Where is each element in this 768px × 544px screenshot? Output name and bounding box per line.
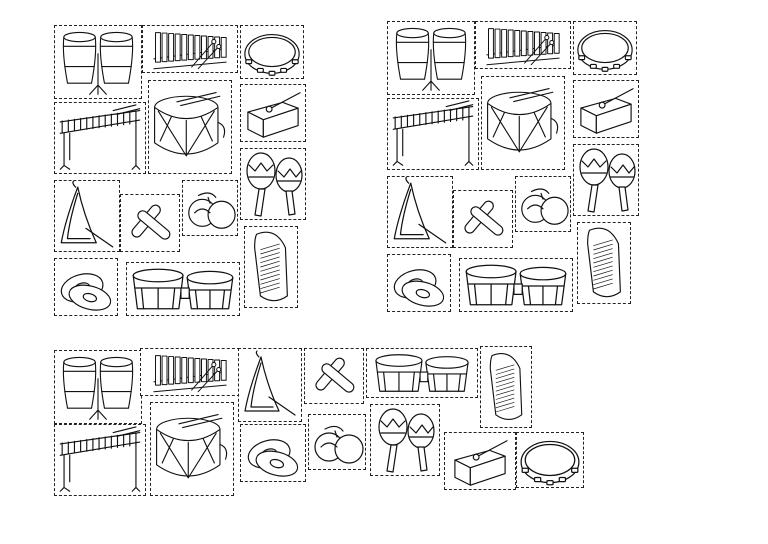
claves-icon — [464, 200, 504, 236]
tambourine-card[interactable] — [573, 21, 637, 75]
tambourine-icon — [244, 33, 300, 76]
guiro-icon — [587, 227, 621, 298]
conga-drums-icon — [395, 27, 467, 91]
claves-card[interactable] — [120, 194, 180, 252]
claves-icon — [315, 357, 355, 393]
tambourine-icon — [520, 440, 580, 486]
claves-card[interactable] — [453, 190, 513, 248]
snare-drum-icon — [487, 87, 559, 153]
wood-block-card[interactable] — [444, 432, 516, 490]
cymbals-icon — [60, 273, 112, 311]
conga-drums-card[interactable] — [54, 350, 142, 424]
conga-drums-card[interactable] — [387, 21, 475, 95]
marimba-card[interactable] — [54, 424, 146, 496]
tambourine-card[interactable] — [516, 432, 584, 488]
castanets-card[interactable] — [515, 176, 571, 232]
cymbals-card[interactable] — [240, 424, 306, 482]
guiro-card[interactable] — [244, 226, 298, 308]
castanets-icon — [188, 192, 236, 229]
bongo-drums-card[interactable] — [366, 348, 478, 398]
bongo-drums-card[interactable] — [126, 262, 240, 316]
claves-icon — [131, 204, 171, 240]
triangle-icon — [393, 177, 447, 244]
cymbals-icon — [393, 269, 445, 307]
maracas-card[interactable] — [370, 404, 440, 476]
snare-drum-icon — [154, 91, 226, 157]
castanets-icon — [521, 188, 569, 225]
conga-drums-icon — [62, 356, 134, 420]
guiro-card[interactable] — [480, 346, 532, 428]
maracas-card[interactable] — [240, 148, 306, 220]
maracas-card[interactable] — [573, 144, 639, 216]
guiro-icon — [489, 352, 523, 420]
xylophone-card[interactable] — [475, 21, 571, 69]
snare-drum-card[interactable] — [150, 402, 234, 496]
tambourine-icon — [577, 29, 633, 72]
cymbals-card[interactable] — [387, 254, 451, 312]
conga-drums-icon — [62, 31, 134, 95]
marimba-icon — [59, 426, 141, 492]
marimba-card[interactable] — [54, 102, 146, 174]
snare-drum-card[interactable] — [481, 76, 565, 170]
triangle-card[interactable] — [54, 180, 120, 252]
wood-block-icon — [580, 88, 634, 134]
bongo-drums-icon — [132, 268, 234, 310]
marimba-icon — [392, 100, 474, 166]
cymbals-card[interactable] — [54, 258, 118, 316]
wood-block-card[interactable] — [240, 84, 306, 142]
wood-block-card[interactable] — [573, 80, 639, 138]
maracas-icon — [579, 148, 636, 213]
xylophone-icon — [153, 32, 227, 70]
castanets-icon — [314, 425, 364, 464]
guiro-card[interactable] — [577, 222, 631, 304]
claves-card[interactable] — [304, 348, 364, 404]
snare-drum-card[interactable] — [148, 80, 232, 174]
xylophone-icon — [486, 28, 560, 66]
snare-drum-icon — [156, 413, 228, 479]
maracas-icon — [378, 408, 435, 473]
marimba-card[interactable] — [387, 98, 479, 170]
xylophone-card[interactable] — [142, 25, 238, 73]
maracas-icon — [246, 152, 303, 217]
xylophone-icon — [153, 355, 227, 393]
tambourine-card[interactable] — [240, 25, 304, 79]
cymbals-icon — [247, 439, 299, 477]
conga-drums-card[interactable] — [54, 25, 142, 99]
marimba-icon — [59, 104, 141, 170]
castanets-card[interactable] — [308, 414, 366, 470]
bongo-drums-card[interactable] — [459, 258, 573, 312]
triangle-card[interactable] — [238, 348, 302, 422]
wood-block-icon — [247, 92, 301, 138]
triangle-icon — [244, 350, 296, 416]
castanets-card[interactable] — [182, 180, 238, 236]
bongo-drums-icon — [375, 354, 469, 392]
bongo-drums-icon — [465, 264, 567, 306]
xylophone-card[interactable] — [140, 348, 240, 396]
wood-block-icon — [454, 440, 508, 486]
triangle-icon — [60, 181, 114, 248]
triangle-card[interactable] — [387, 176, 453, 248]
guiro-icon — [254, 231, 288, 302]
